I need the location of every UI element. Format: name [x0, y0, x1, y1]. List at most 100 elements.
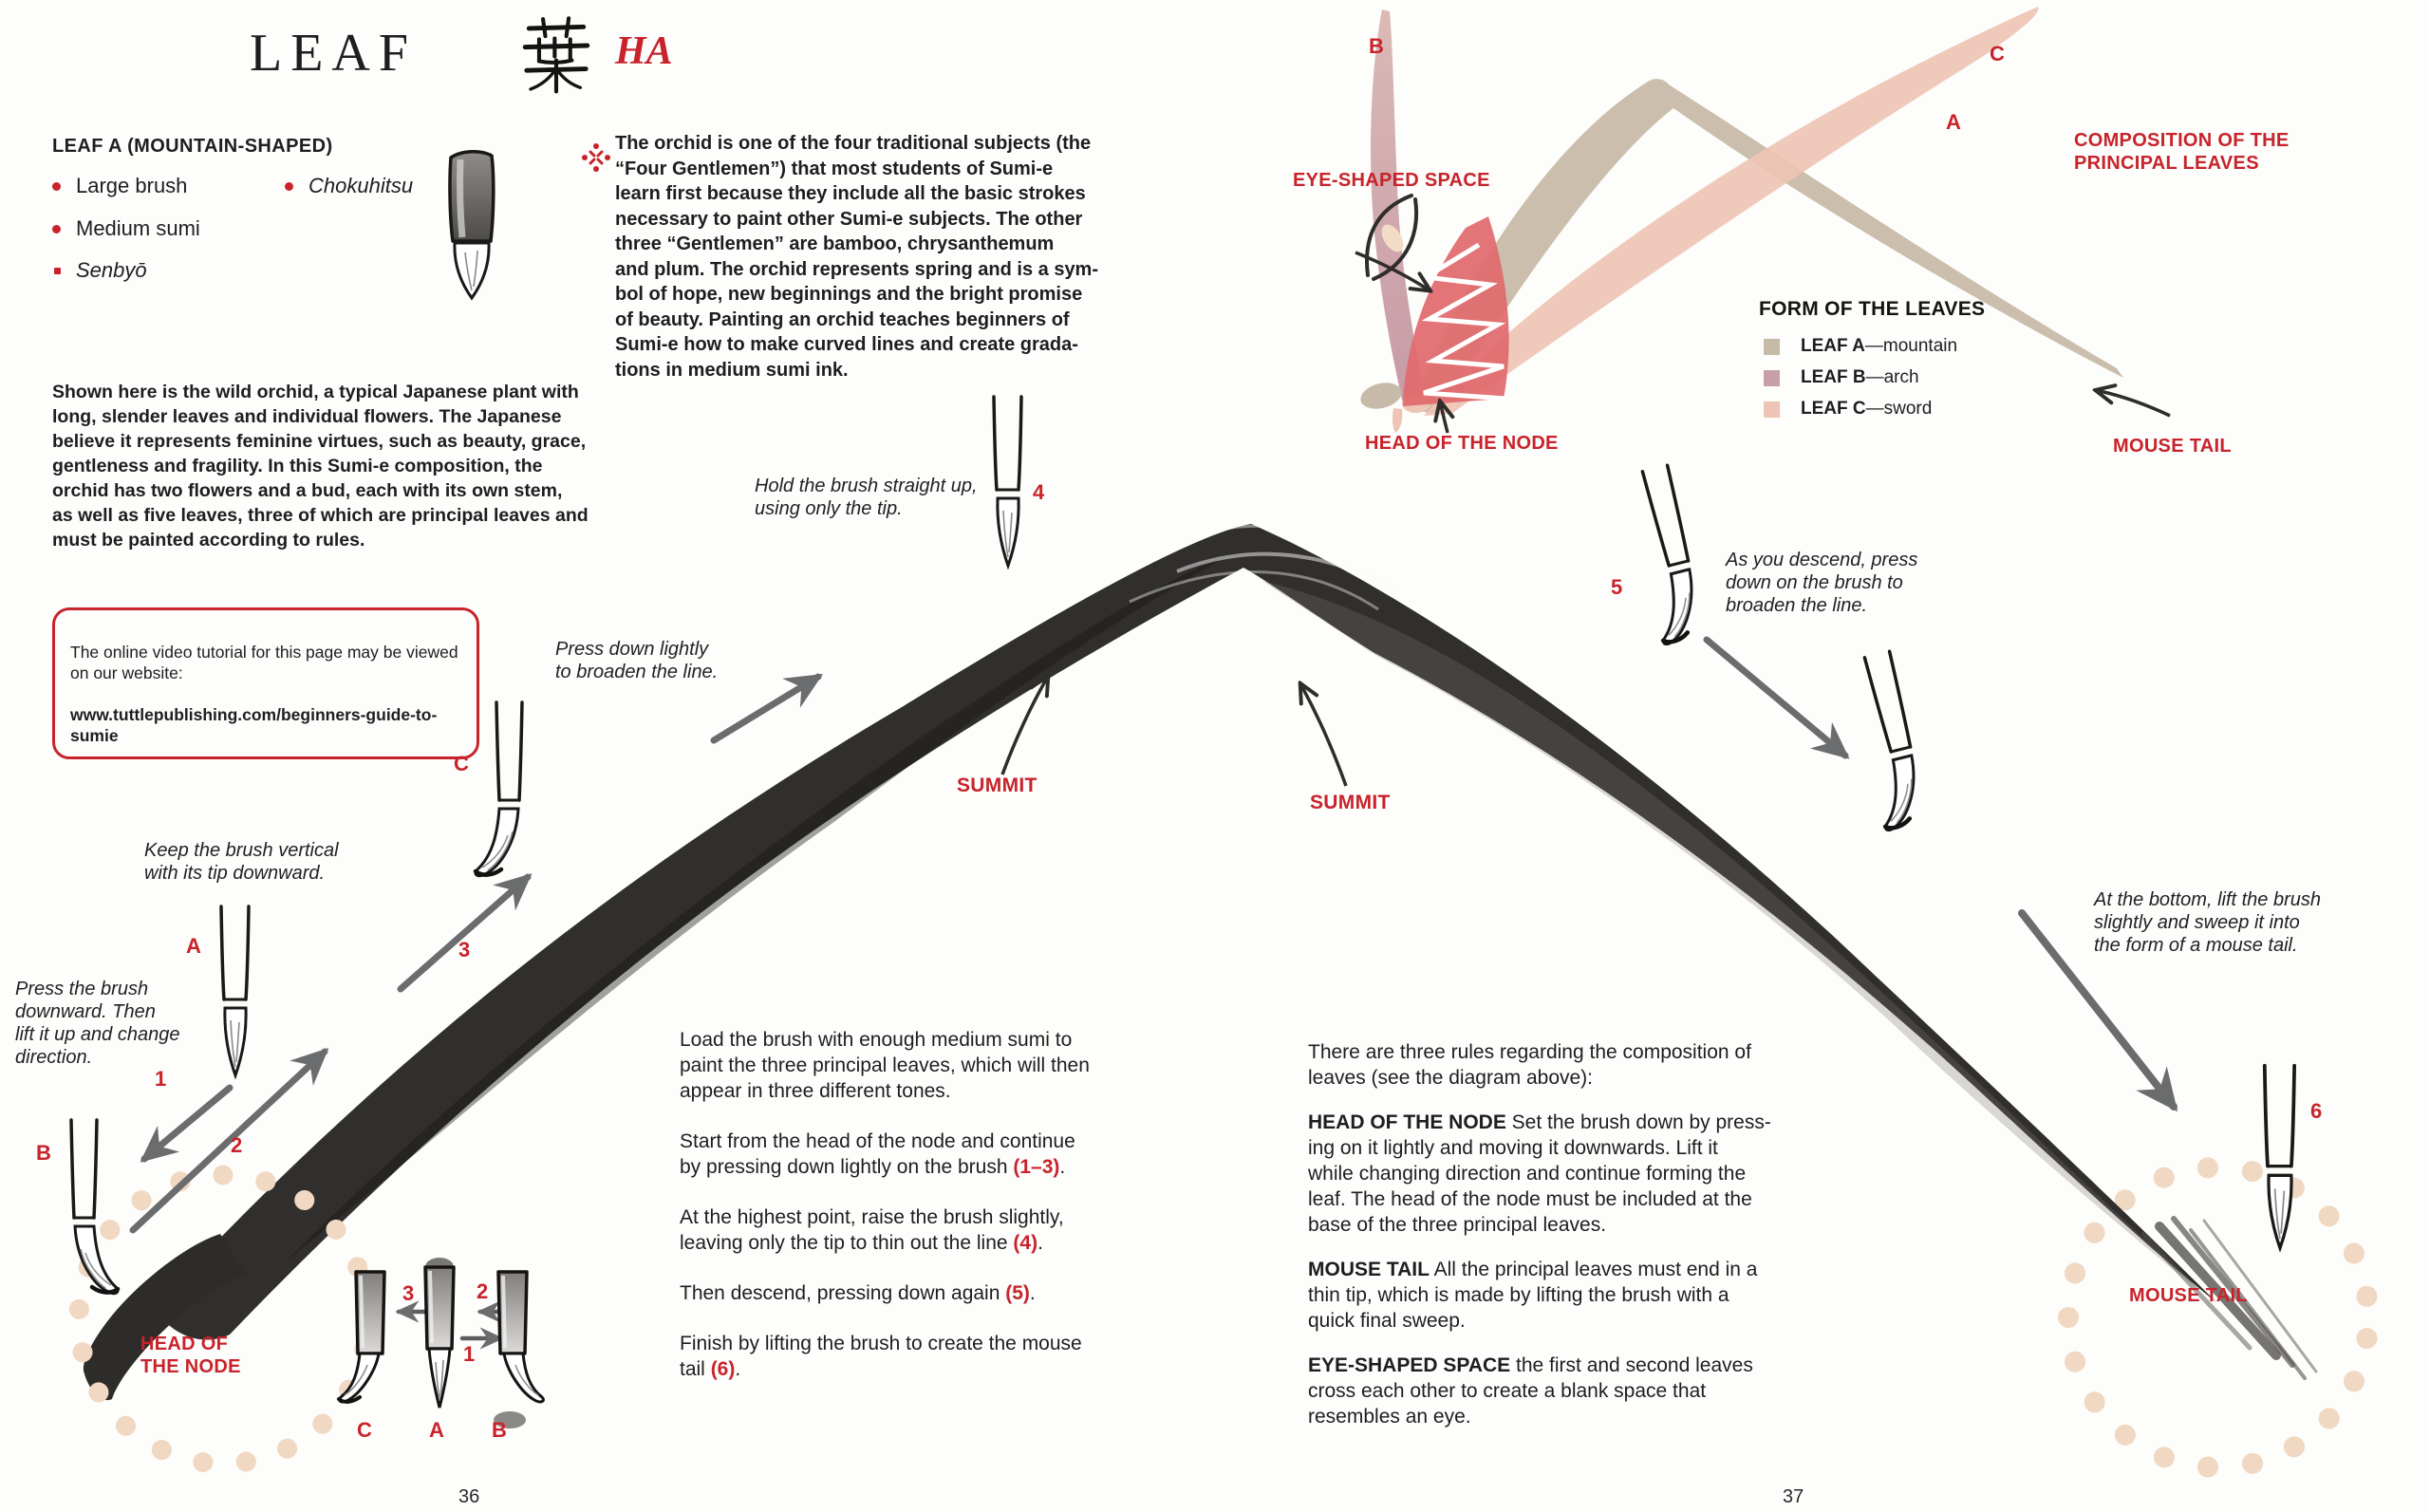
step-text: Then descend, pressing down again [680, 1282, 1006, 1304]
step-paragraph: At the highest point, raise the brush sl… [680, 1204, 1154, 1256]
rule-text: Set the brush down by press- ing on it l… [1308, 1111, 1771, 1236]
legend-term: LEAF B [1801, 367, 1866, 387]
main-brush-stroke [83, 524, 2318, 1401]
label-letter-a-diagram: A [1946, 110, 1961, 134]
orchid-paragraph: The orchid is one of the four traditiona… [615, 133, 1099, 381]
page-number-right: 37 [1783, 1486, 1804, 1507]
label-letter-b: B [36, 1141, 51, 1165]
label-step-2: 2 [231, 1133, 243, 1157]
leaf-c-swatch [1764, 401, 1780, 418]
label-summit-left: SUMMIT [957, 775, 1037, 796]
brush-step3-icon [476, 702, 522, 876]
label-step-5: 5 [1611, 575, 1623, 599]
step-ref: (6) [710, 1358, 736, 1380]
step-tail: . [1059, 1156, 1066, 1178]
legend: LEAF A—mountain LEAF B—arch LEAF C—sword [1764, 336, 1957, 430]
tip-a-icon [423, 1258, 456, 1409]
video-box-url[interactable]: www.tuttlepublishing.com/beginners-guide… [70, 705, 438, 745]
head-of-node-stroke [83, 1234, 245, 1401]
caption-hold-straight: Hold the brush straight up, using only t… [755, 476, 978, 519]
page-title: LEAF [250, 24, 417, 83]
eye-glyph-icon [1365, 194, 1418, 281]
eye-space-red-fill [1403, 216, 1509, 406]
step-paragraph: Finish by lifting the brush to create th… [680, 1331, 1154, 1382]
material-label: Chokuhitsu [308, 174, 414, 197]
caption-descend-press: As you descend, press down on the brush … [1726, 550, 1918, 616]
video-tutorial-box: The online video tutorial for this page … [52, 607, 479, 759]
summit-arrow-left [1000, 680, 1046, 775]
label-letter-b-diagram: B [1369, 34, 1384, 58]
rule-term: EYE-SHAPED SPACE [1308, 1354, 1511, 1376]
legend-row: LEAF B—arch [1764, 367, 1957, 388]
legend-term: LEAF A [1801, 336, 1865, 356]
leaf-b-shape [1371, 9, 1427, 408]
step-text: Start from the head of the node and cont… [680, 1130, 1075, 1178]
materials-brush-icon [448, 150, 495, 301]
list-item: Medium sumi [52, 216, 200, 241]
step-paragraph: Then descend, pressing down again (5). [680, 1280, 1154, 1306]
bullet-icon [52, 224, 61, 233]
label-diagram-3: 3 [402, 1281, 415, 1305]
step-paragraph: Load the brush with enough medium sumi t… [680, 1027, 1154, 1104]
label-step-6: 6 [2310, 1099, 2323, 1123]
rule-text: All the principal leaves must end in a t… [1308, 1259, 1758, 1332]
rule-term: MOUSE TAIL [1308, 1259, 1430, 1280]
label-tip-a: A [429, 1418, 444, 1442]
step-paragraph: Start from the head of the node and cont… [680, 1129, 1154, 1180]
leaf-a-swatch [1764, 338, 1780, 355]
label-tip-b: B [492, 1418, 507, 1442]
tip-c-icon [337, 1270, 386, 1404]
legend-term: LEAF C [1801, 399, 1866, 419]
label-tip-c: C [357, 1418, 372, 1442]
materials-heading: LEAF A (MOUNTAIN-SHAPED) [52, 136, 333, 157]
page-title-reading: HA [615, 29, 673, 73]
label-diagram-2: 2 [477, 1279, 489, 1303]
brush-step5b-icon [1844, 651, 1932, 831]
rule-term: HEAD OF THE NODE [1308, 1111, 1506, 1133]
list-item: Large brush [52, 174, 187, 198]
page-number-left: 36 [458, 1486, 480, 1507]
intro-paragraph: Shown here is the wild orchid, a typical… [52, 382, 589, 551]
zigzag-marks [1418, 242, 1506, 401]
label-mouse-tail-top: MOUSE TAIL [2113, 436, 2232, 457]
rule-text: the first and second leaves cross each o… [1308, 1354, 1753, 1428]
legend-row: LEAF A—mountain [1764, 336, 1957, 357]
video-box-text: The online video tutorial for this page … [70, 643, 458, 682]
list-item: Chokuhitsu [285, 174, 413, 198]
label-letter-c: C [454, 752, 469, 775]
list-item: Senbyō [54, 258, 147, 283]
composition-rules: There are three rules regarding the comp… [1308, 1039, 1783, 1448]
mouse-tail-arrow-top [2100, 391, 2171, 418]
legend-heading: FORM OF THE LEAVES [1759, 298, 1986, 320]
brush-step6-icon [2262, 1063, 2297, 1250]
step-ref: (5) [1005, 1282, 1030, 1304]
label-letter-c-diagram: C [1990, 42, 2005, 65]
rule-paragraph: EYE-SHAPED SPACE the first and second le… [1308, 1353, 1783, 1429]
arrow-6 [2018, 909, 2178, 1112]
material-label: Large brush [76, 174, 188, 197]
brush-tip-diagram [337, 1258, 545, 1428]
arrow-2 [129, 1047, 329, 1234]
bullet-icon [54, 267, 61, 274]
brush-step4-icon [992, 395, 1023, 568]
bullet-icon [52, 181, 61, 191]
step-tail: . [1037, 1232, 1043, 1254]
arrow-1 [140, 1084, 234, 1163]
legend-name: —sword [1865, 399, 1933, 419]
rule-paragraph: HEAD OF THE NODE Set the brush down by p… [1308, 1110, 1783, 1238]
tip-b-icon [494, 1270, 545, 1428]
label-letter-a: A [186, 934, 201, 958]
step-instructions: Load the brush with enough medium sumi t… [680, 1027, 1154, 1407]
caption-press-downward: Press the brush downward. Then lift it u… [15, 979, 180, 1068]
material-label: Senbyō [76, 258, 147, 282]
step-text: Finish by lifting the brush to create th… [680, 1333, 1082, 1380]
material-label: Medium sumi [76, 216, 200, 240]
eye-space-arrow [1355, 251, 1427, 289]
rules-intro: There are three rules regarding the comp… [1308, 1041, 1751, 1089]
caption-bottom-lift: At the bottom, lift the brush slightly a… [2094, 889, 2322, 956]
label-composition: COMPOSITION OF THE PRINCIPAL LEAVES [2074, 130, 2290, 174]
step-text: Load the brush with enough medium sumi t… [680, 1029, 1090, 1102]
leaf-a-shape [1409, 79, 2123, 414]
arrow-5 [1703, 636, 1850, 759]
